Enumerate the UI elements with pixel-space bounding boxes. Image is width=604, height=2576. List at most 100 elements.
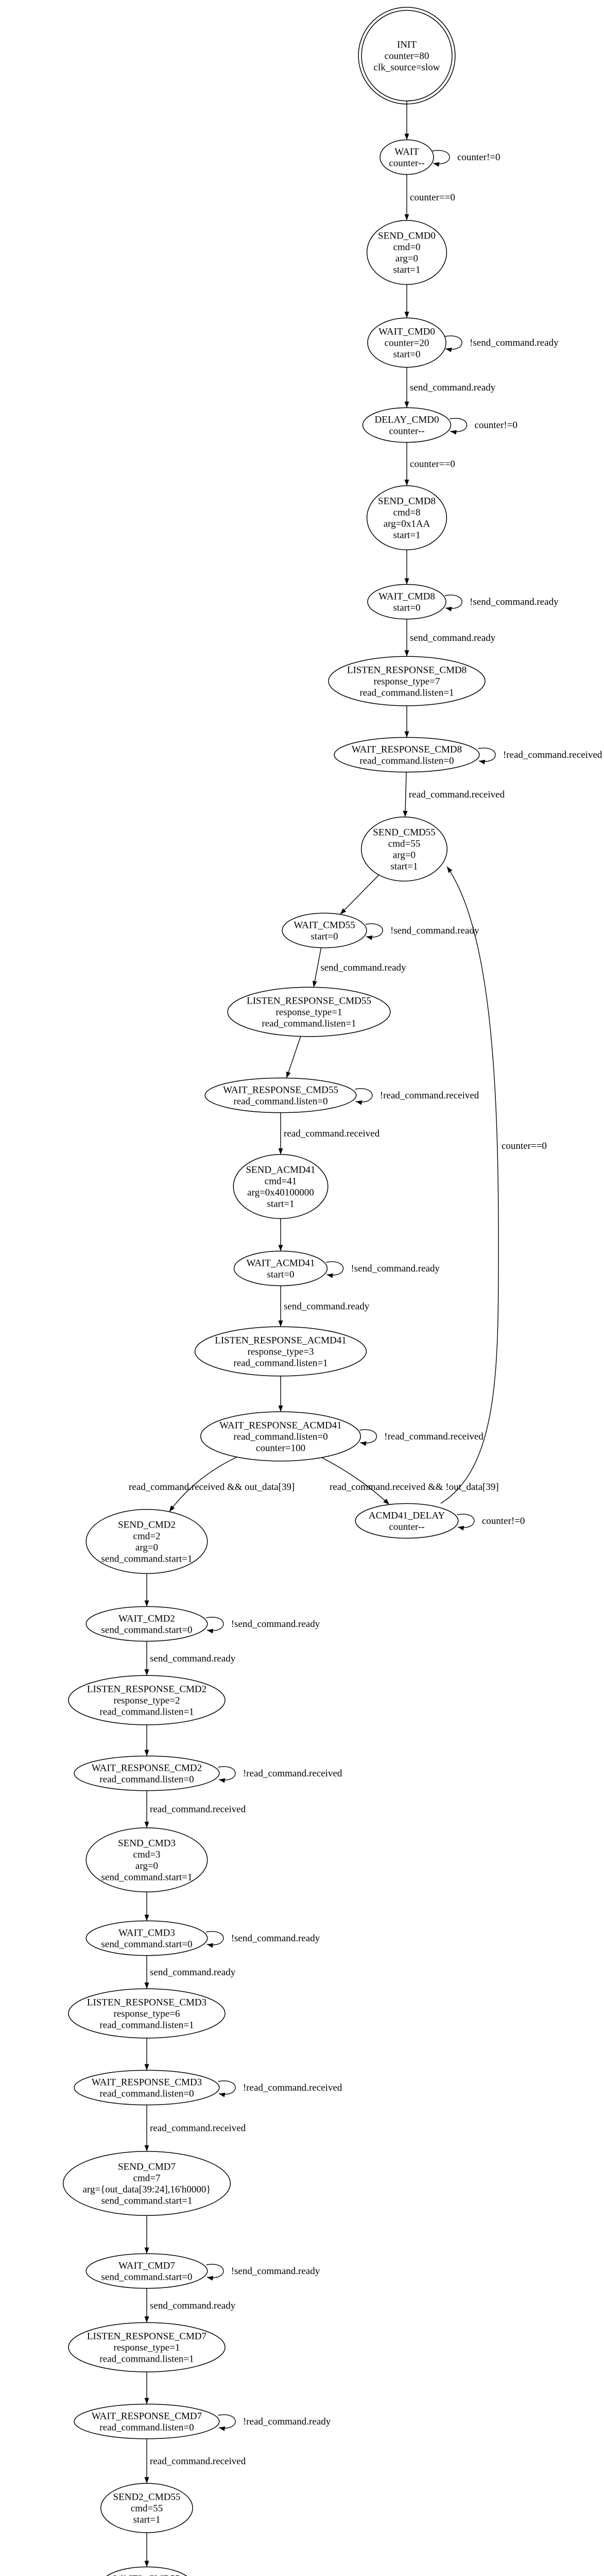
state-SEND_CMD0-line-2: arg=0	[395, 253, 418, 264]
transition-WAIT_ACMD41-self-label: !send_command.ready	[351, 1263, 440, 1274]
transition-WAIT_CMD55-self	[365, 923, 383, 940]
state-INIT-line-2: clk_source=slow	[374, 62, 440, 73]
state-LISTEN_RESPONSE_CMD8-shape	[328, 656, 486, 706]
state-LISTEN_RESPONSE_ACMD41-shape	[194, 1326, 367, 1377]
state-LISTEN_RESPONSE_CMD7: LISTEN_RESPONSE_CMD7response_type=1read_…	[68, 2322, 226, 2372]
transition-DELAY_CMD0-to-SEND_CMD8-label: counter==0	[410, 459, 455, 470]
state-DELAY_CMD0-shape	[362, 407, 452, 443]
transition-WAIT_RESPONSE_CMD7-to-SEND2_CMD55-label: read_command.received	[150, 2456, 246, 2467]
state-LISTEN_RESPONSE_CMD55-line-0: LISTEN_RESPONSE_CMD55	[247, 996, 371, 1007]
state-LISTEN_RESPONSE_CMD3-line-1: response_type=6	[114, 2009, 180, 2020]
state-WAIT_CMD55-line-0: WAIT_CMD55	[294, 920, 355, 931]
state-SEND_CMD55-line-0: SEND_CMD55	[373, 827, 435, 838]
state-WAIT_CMD3-shape	[85, 1920, 208, 1956]
transition-WAIT_RESPONSE_ACMD41-self	[359, 1429, 377, 1446]
transition-WAIT-self	[432, 150, 450, 167]
state-LISTEN_RESPONSE_CMD2-shape	[68, 1675, 226, 1725]
state-SEND2_CMD55-line-1: cmd=55	[131, 2503, 163, 2514]
state-SEND_CMD8-line-0: SEND_CMD8	[378, 496, 436, 507]
state-WAIT_RESPONSE_CMD8-line-0: WAIT_RESPONSE_CMD8	[352, 744, 462, 755]
transition-WAIT_RESPONSE_CMD3-self	[218, 2080, 236, 2097]
state-WAIT_RESPONSE_CMD2-line-1: read_command.listen=0	[99, 1774, 194, 1785]
state-SEND_CMD3-line-3: send_command.start=1	[101, 1872, 193, 1883]
state-WAIT_CMD7-line-1: send_command.start=0	[101, 2272, 193, 2283]
transition-WAIT_CMD0-self	[444, 335, 462, 352]
state-WAIT_RESPONSE_CMD8-line-1: read_command.listen=0	[359, 756, 454, 767]
state-WAIT_RESPONSE_ACMD41-line-2: counter=100	[256, 1443, 305, 1454]
state-WAIT_RESPONSE_CMD7-shape	[74, 2403, 220, 2439]
state-WAIT_CMD7-shape	[85, 2253, 208, 2289]
transition-ACMD41_DELAY-to-SEND_CMD55-label: counter==0	[502, 1141, 547, 1151]
transition-WAIT_RESPONSE_ACMD41-self-label: !read_command.received	[384, 1431, 484, 1442]
transition-WAIT_RESPONSE_CMD8-to-SEND_CMD55	[403, 772, 408, 817]
state-DELAY_CMD0-line-1: counter--	[389, 426, 424, 437]
transition-WAIT_RESPONSE_CMD8-to-SEND_CMD55-label: read_command.received	[409, 789, 505, 800]
transition-WAIT_RESPONSE_CMD2-self-label: !read_command.received	[243, 1768, 342, 1779]
state-SEND_CMD8-shape	[366, 485, 447, 550]
state-LISTEN_RESPONSE_CMD8-line-1: response_type=7	[374, 676, 440, 687]
state-WAIT_CMD2-line-0: WAIT_CMD2	[118, 1614, 175, 1624]
transition-WAIT_CMD8-self-label: !send_command.ready	[470, 597, 559, 607]
state-SEND_ACMD41-shape	[233, 1154, 329, 1219]
state-SEND_CMD0-line-1: cmd=0	[393, 242, 421, 253]
transition-WAIT_RESPONSE_CMD8-self	[478, 748, 496, 765]
state-WAIT_RESPONSE_CMD3-line-1: read_command.listen=0	[99, 2089, 194, 2099]
state-LISTEN_RESPONSE_ACMD41-line-0: LISTEN_RESPONSE_ACMD41	[215, 1335, 346, 1346]
state-WAIT_CMD55-line-1: start=0	[311, 931, 338, 942]
state-LISTEN_RESPONSE_CMD55-line-1: response_type=1	[276, 1007, 342, 1018]
transition-WAIT_CMD0-to-DELAY_CMD0-label: send_command.ready	[410, 382, 496, 393]
state-WAIT2_CMD55-shape	[106, 2566, 187, 2576]
state-SEND_CMD2-line-2: arg=0	[135, 1543, 158, 1553]
state-WAIT_RESPONSE_CMD2-shape	[74, 1755, 220, 1791]
state-ACMD41_DELAY-line-1: counter--	[389, 1522, 424, 1533]
state-SEND_CMD8-line-3: start=1	[393, 530, 421, 541]
transition-WAIT-to-SEND_CMD0-label: counter==0	[410, 192, 455, 203]
state-WAIT_ACMD41-shape	[233, 1250, 328, 1286]
state-WAIT_RESPONSE_ACMD41-shape	[200, 1411, 361, 1462]
state-INIT-outer-ring	[358, 7, 456, 105]
state-SEND_CMD7-line-3: send_command.start=1	[101, 2196, 193, 2207]
state-INIT-shape	[361, 10, 453, 101]
state-LISTEN_RESPONSE_CMD8-line-2: read_command.listen=1	[359, 688, 454, 699]
state-WAIT-shape	[379, 139, 434, 175]
state-WAIT_CMD3-line-1: send_command.start=0	[101, 1939, 193, 1950]
state-WAIT_RESPONSE_CMD3-line-0: WAIT_RESPONSE_CMD3	[92, 2077, 202, 2088]
state-SEND_CMD2-line-0: SEND_CMD2	[118, 1520, 176, 1531]
state-WAIT_RESPONSE_ACMD41-line-0: WAIT_RESPONSE_ACMD41	[219, 1420, 342, 1431]
transition-WAIT_CMD3-self-label: !send_command.ready	[231, 1933, 320, 1944]
transition-WAIT_CMD3-to-LISTEN_RESPONSE_CMD3-label: send_command.ready	[150, 1967, 236, 1978]
state-WAIT_CMD8-line-0: WAIT_CMD8	[378, 591, 435, 602]
state-WAIT_CMD0-line-0: WAIT_CMD0	[378, 327, 435, 337]
state-ACMD41_DELAY-line-0: ACMD41_DELAY	[369, 1511, 445, 1521]
state-SEND_CMD55-shape	[360, 817, 448, 882]
transition-ACMD41_DELAY-self-label: counter!=0	[482, 1516, 525, 1527]
transition-LISTEN_RESPONSE_CMD55-to-WAIT_RESPONSE_CMD55	[286, 1036, 301, 1078]
state-LISTEN_RESPONSE_CMD2-line-2: read_command.listen=1	[99, 1707, 194, 1718]
state-WAIT_RESPONSE_ACMD41: WAIT_RESPONSE_ACMD41read_command.listen=…	[200, 1411, 361, 1462]
state-SEND_CMD7-shape	[62, 2151, 231, 2216]
transition-WAIT_RESPONSE_CMD7-self	[218, 2414, 236, 2431]
state-WAIT-line-1: counter--	[389, 158, 424, 169]
transition-WAIT_RESPONSE_ACMD41-to-ACMD41_DELAY-label: read_command.received && !out_data[39]	[330, 1482, 499, 1493]
transition-WAIT_RESPONSE_CMD55-self-label: !read_command.received	[380, 1090, 479, 1101]
transition-WAIT_CMD55-to-LISTEN_RESPONSE_CMD55-label: send_command.ready	[320, 962, 406, 973]
state-INIT-line-0: INIT	[397, 40, 417, 50]
state-SEND_CMD0-line-0: SEND_CMD0	[378, 231, 436, 242]
state-SEND_CMD7-line-2: arg={out_data[39:24],16'h0000}	[83, 2184, 211, 2195]
transition-DELAY_CMD0-self-label: counter!=0	[474, 420, 517, 431]
transition-WAIT_ACMD41-to-LISTEN_RESPONSE_ACMD41-label: send_command.ready	[284, 1301, 370, 1312]
transition-WAIT_RESPONSE_ACMD41-to-SEND_CMD2	[169, 1456, 237, 1512]
state-SEND_ACMD41-line-0: SEND_ACMD41	[246, 1165, 315, 1176]
state-SEND_CMD55-line-3: start=1	[391, 861, 418, 872]
